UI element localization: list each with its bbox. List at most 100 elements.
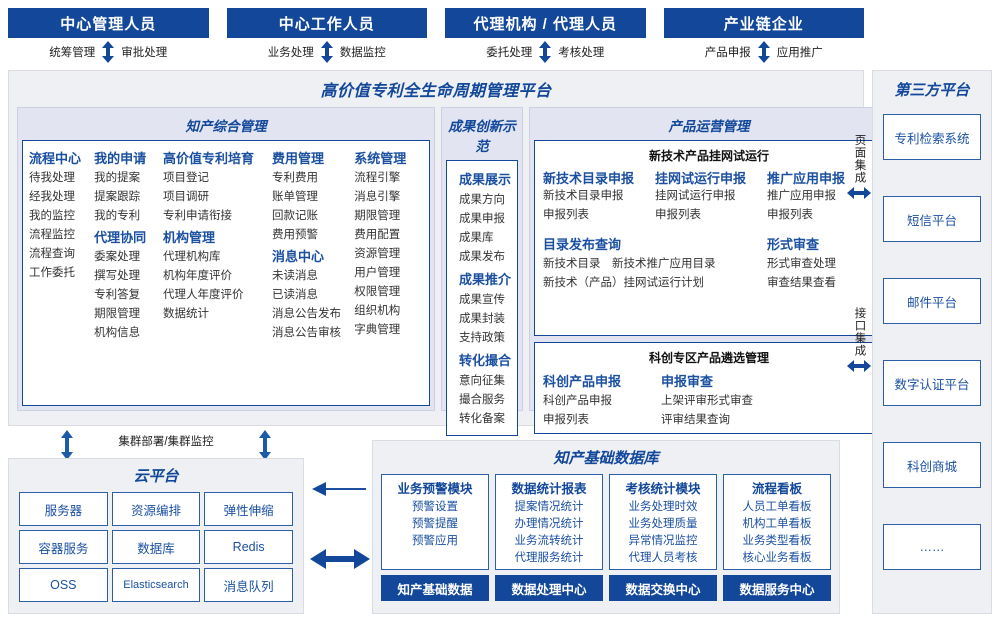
menu-item[interactable]: 新技术目录申报 xyxy=(543,190,624,202)
kdb-item[interactable]: 预警提醒 xyxy=(412,518,458,530)
cloud-cell-container[interactable]: 容器服务 xyxy=(19,530,108,564)
menu-item[interactable]: 消息公告审核 xyxy=(272,327,341,339)
menu-item[interactable]: 挂网试运行申报 xyxy=(655,190,736,202)
kdb-item[interactable]: 核心业务看板 xyxy=(742,552,812,564)
menu-item[interactable]: 专利答复 xyxy=(94,289,141,301)
menu-item[interactable]: 数据统计 xyxy=(163,308,209,320)
menu-item[interactable]: 评审结果查询 xyxy=(661,414,731,426)
menu-item[interactable]: 未读消息 xyxy=(272,270,318,282)
menu-item[interactable]: 申报列表 xyxy=(543,414,590,426)
kdb-item[interactable]: 预警应用 xyxy=(412,535,458,547)
menu-item[interactable]: 账单管理 xyxy=(272,191,318,203)
kdb-footer-basic-data[interactable]: 知产基础数据 xyxy=(381,575,489,601)
menu-item[interactable]: 成果封装 xyxy=(459,313,505,325)
kdb-item[interactable]: 业务类型看板 xyxy=(742,535,812,547)
cloud-cell-database[interactable]: 数据库 xyxy=(111,530,201,564)
menu-item[interactable]: 工作委托 xyxy=(29,267,75,279)
kdb-footer-service-center[interactable]: 数据服务中心 xyxy=(723,575,831,601)
menu-item[interactable]: 推广应用申报 xyxy=(767,190,837,202)
menu-item[interactable]: 消息公告发布 xyxy=(272,308,341,320)
menu-item[interactable]: 我的提案 xyxy=(94,172,141,184)
kdb-item[interactable]: 提案情况统计 xyxy=(514,501,584,513)
third-party-item-email[interactable]: 邮件平台 xyxy=(883,278,981,324)
menu-item[interactable]: 回款记账 xyxy=(272,210,318,222)
menu-item[interactable]: 代理人年度评价 xyxy=(163,289,244,301)
third-party-item-patent-search[interactable]: 专利检索系统 xyxy=(883,114,981,160)
menu-item[interactable]: 费用配置 xyxy=(354,229,401,241)
menu-item[interactable]: 期限管理 xyxy=(94,308,141,320)
menu-item[interactable]: 用户管理 xyxy=(354,267,401,279)
kdb-item[interactable]: 代理服务统计 xyxy=(514,552,584,564)
menu-item[interactable]: 字典管理 xyxy=(354,324,401,336)
menu-item[interactable]: 撮合服务 xyxy=(459,394,505,406)
menu-item[interactable]: 专利费用 xyxy=(272,172,318,184)
menu-item[interactable]: 机构信息 xyxy=(94,327,141,339)
cloud-cell-autoscaling[interactable]: 弹性伸缩 xyxy=(204,492,293,526)
third-party-item-digital-cert[interactable]: 数字认证平台 xyxy=(883,360,981,406)
menu-item[interactable]: 权限管理 xyxy=(354,286,401,298)
menu-item[interactable]: 意向征集 xyxy=(459,375,505,387)
kdb-item[interactable]: 业务流转统计 xyxy=(514,535,584,547)
menu-item[interactable]: 委案处理 xyxy=(94,251,141,263)
kdb-item[interactable]: 代理人员考核 xyxy=(628,552,698,564)
kdb-item[interactable]: 人员工单看板 xyxy=(742,501,812,513)
kdb-item[interactable]: 机构工单看板 xyxy=(742,518,812,530)
menu-item[interactable]: 项目调研 xyxy=(163,191,209,203)
kdb-item[interactable]: 业务处理时效 xyxy=(628,501,698,513)
menu-item[interactable]: 成果发布 xyxy=(459,251,505,263)
menu-item[interactable]: 专利申请衔接 xyxy=(163,210,232,222)
menu-item[interactable]: 流程引擎 xyxy=(354,172,401,184)
menu-item[interactable]: 科创产品申报 xyxy=(543,395,613,407)
menu-item[interactable]: 新技术目录 新技术推广应用目录 xyxy=(543,258,716,270)
cloud-cell-elasticsearch[interactable]: Elasticsearch xyxy=(111,568,201,602)
group-head: 费用管理 xyxy=(272,151,325,166)
menu-item[interactable]: 组织机构 xyxy=(354,305,401,317)
cloud-cell-server[interactable]: 服务器 xyxy=(19,492,108,526)
menu-item[interactable]: 项目登记 xyxy=(163,172,209,184)
menu-item[interactable]: 形式审查处理 xyxy=(767,258,837,270)
menu-item[interactable]: 机构年度评价 xyxy=(163,270,232,282)
kdb-footer-processing-center[interactable]: 数据处理中心 xyxy=(495,575,603,601)
cluster-label: 集群部署/集群监控 xyxy=(118,436,214,448)
menu-item[interactable]: 撰写处理 xyxy=(94,270,141,282)
third-party-item-more[interactable]: …… xyxy=(883,524,981,570)
cloud-cell-message-queue[interactable]: 消息队列 xyxy=(204,568,293,602)
menu-item[interactable]: 我的监控 xyxy=(29,210,75,222)
menu-item[interactable]: 经我处理 xyxy=(29,191,75,203)
menu-item[interactable]: 已读消息 xyxy=(272,289,318,301)
kdb-item[interactable]: 办理情况统计 xyxy=(514,518,584,530)
menu-item[interactable]: 申报列表 xyxy=(767,209,814,221)
menu-item[interactable]: 代理机构库 xyxy=(163,251,221,263)
kdb-footer-exchange-center[interactable]: 数据交换中心 xyxy=(609,575,717,601)
menu-item[interactable]: 我的专利 xyxy=(94,210,141,222)
menu-item[interactable]: 流程监控 xyxy=(29,229,75,241)
cloud-cell-orchestration[interactable]: 资源编排 xyxy=(111,492,201,526)
menu-item[interactable]: 成果方向 xyxy=(459,194,505,206)
cloud-cell-redis[interactable]: Redis xyxy=(204,530,293,564)
menu-item[interactable]: 转化备案 xyxy=(459,413,505,425)
menu-item[interactable]: 成果申报 xyxy=(459,213,505,225)
menu-item[interactable]: 流程查询 xyxy=(29,248,75,260)
menu-item[interactable]: 申报列表 xyxy=(543,209,590,221)
cloud-cell-oss[interactable]: OSS xyxy=(19,568,108,602)
menu-item[interactable]: 新技术（产品）挂网试运行计划 xyxy=(543,277,705,289)
menu-item[interactable]: 待我处理 xyxy=(29,172,75,184)
menu-item[interactable]: 资源管理 xyxy=(354,248,401,260)
kdb-item[interactable]: 预警设置 xyxy=(412,501,458,513)
third-party-item-sms[interactable]: 短信平台 xyxy=(883,196,981,242)
menu-item[interactable]: 上架评审形式审查 xyxy=(661,395,754,407)
kdb-item[interactable]: 业务处理质量 xyxy=(628,518,698,530)
menu-item[interactable]: 期限管理 xyxy=(354,210,401,222)
actor-action-left: 业务处理 xyxy=(267,47,314,59)
menu-item[interactable]: 成果库 xyxy=(459,232,494,244)
menu-item[interactable]: 支持政策 xyxy=(459,332,505,344)
menu-item[interactable]: 成果宣传 xyxy=(459,294,505,306)
third-party-item-sci-mall[interactable]: 科创商城 xyxy=(883,442,981,488)
kdb-item[interactable]: 异常情况监控 xyxy=(628,535,698,547)
menu-item[interactable]: 消息引擎 xyxy=(354,191,401,203)
menu-item[interactable]: 费用预警 xyxy=(272,229,318,241)
menu-item[interactable]: 提案跟踪 xyxy=(94,191,141,203)
group-head: 消息中心 xyxy=(272,249,325,264)
menu-item[interactable]: 申报列表 xyxy=(655,209,702,221)
menu-item[interactable]: 审查结果查看 xyxy=(767,277,837,289)
